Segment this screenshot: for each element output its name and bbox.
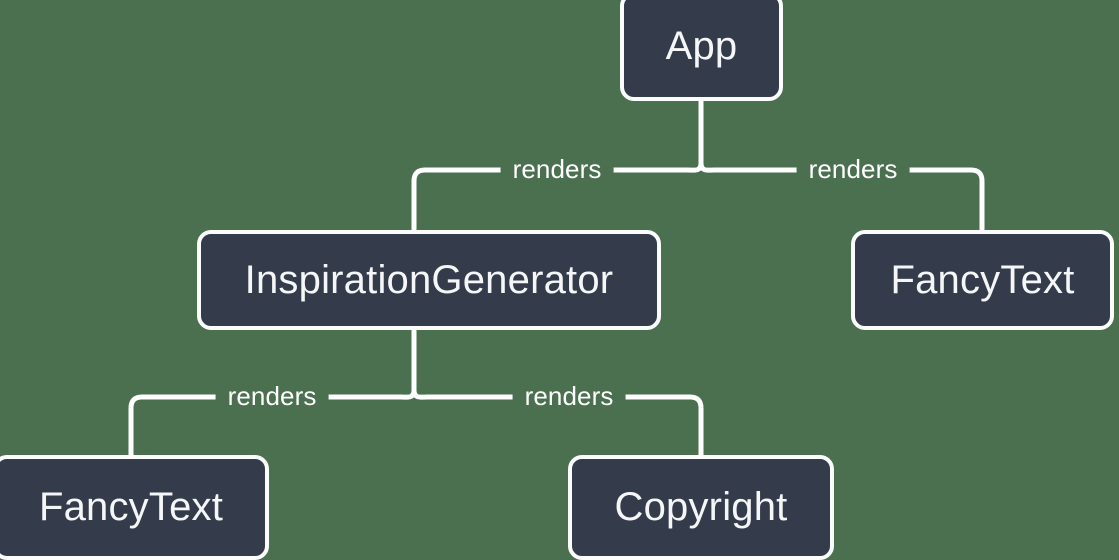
node-app[interactable]: App xyxy=(620,0,783,101)
edge-label-inspiration-generator-fancytext: renders xyxy=(215,383,329,409)
edge-app-to-inspgen xyxy=(411,160,704,233)
edge-label-app-inspiration-generator: renders xyxy=(500,156,614,182)
node-app-label: App xyxy=(665,24,738,68)
edge-label-app-fancytext-right: renders xyxy=(796,156,910,182)
edge-label-inspiration-generator-copyright: renders xyxy=(512,383,626,409)
node-fancytext-right[interactable]: FancyText xyxy=(851,230,1114,330)
node-inspiration-generator-label: InspirationGenerator xyxy=(244,257,614,302)
node-fancytext-bottom-left[interactable]: FancyText xyxy=(0,455,269,560)
node-fancytext-right-label: FancyText xyxy=(890,257,1075,302)
node-inspiration-generator[interactable]: InspirationGenerator xyxy=(197,230,661,330)
node-copyright[interactable]: Copyright xyxy=(568,455,834,560)
edge-app-to-fancytext-right xyxy=(698,160,985,233)
edge-inspgen-to-copyright xyxy=(411,387,704,458)
node-fancytext-bottom-left-label: FancyText xyxy=(38,485,224,529)
edge-inspgen-to-fancytext-bottom xyxy=(128,387,417,458)
node-copyright-label: Copyright xyxy=(614,485,788,529)
